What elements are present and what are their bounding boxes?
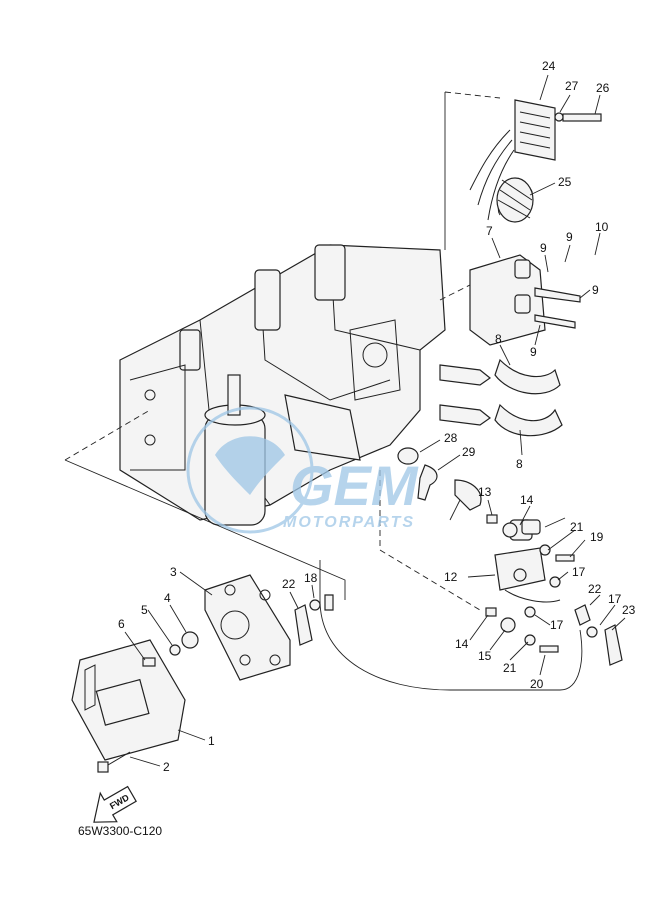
callout-1: 1	[208, 734, 215, 748]
callout-18b: 20	[530, 677, 544, 691]
engine-block	[119, 244, 446, 521]
sensor-parts	[397, 447, 482, 511]
callout-6: 6	[118, 617, 125, 631]
callout-labels: 24 27 26 25 7 9 10 9 9 9 8 8 28 29 13 14…	[118, 59, 636, 774]
callout-16: 17	[550, 618, 564, 632]
callout-11: 9	[540, 241, 547, 255]
callout-13: 12	[444, 570, 458, 584]
callout-8a: 8	[495, 332, 502, 346]
callout-19a: 21	[570, 520, 584, 534]
rectifier-regulator	[469, 99, 602, 221]
watermark-logo: GEM MOTORPARTS	[186, 406, 419, 534]
spark-plugs	[439, 364, 492, 426]
callout-26: 28	[444, 431, 458, 445]
watermark-sub: MOTORPARTS	[283, 514, 415, 531]
callout-19b: 21	[503, 661, 517, 675]
callout-14b: 14	[455, 637, 469, 651]
callout-5: 5	[141, 603, 148, 617]
relay-fasteners	[485, 514, 575, 653]
callout-27: 29	[462, 445, 476, 459]
callout-17c: 18	[304, 571, 318, 585]
callout-9a: 9	[592, 283, 599, 297]
callout-9b: 9	[530, 345, 537, 359]
grommet-and-bolts	[97, 631, 199, 773]
callout-15a: 14	[520, 493, 534, 507]
callout-14a: 13	[478, 485, 492, 499]
cdi-unit	[71, 639, 186, 761]
callout-leaders	[124, 74, 626, 767]
ignition-coils	[469, 254, 581, 437]
callout-2: 2	[163, 760, 170, 774]
callout-21b: 23	[622, 603, 636, 617]
callout-25: 27	[565, 79, 579, 93]
callout-17b: 17	[608, 592, 622, 606]
callout-3: 3	[170, 565, 177, 579]
callout-18a: 19	[590, 530, 604, 544]
callout-12: 10	[595, 220, 609, 234]
callout-4: 4	[164, 591, 171, 605]
callout-20: 22	[588, 582, 602, 596]
diagram-code: 65W3300-C120	[78, 824, 162, 838]
callout-15b: 15	[478, 649, 492, 663]
fwd-arrow: FWD	[93, 785, 137, 823]
mounting-plate	[204, 574, 291, 681]
callout-17a: 17	[572, 565, 586, 579]
connectors	[294, 594, 623, 666]
wire-harness-coil	[496, 177, 534, 223]
leader-frames	[64, 91, 583, 691]
callout-10: 9	[566, 230, 573, 244]
callout-21a: 22	[282, 577, 296, 591]
callout-23: 25	[558, 175, 572, 189]
callout-7: 7	[486, 224, 493, 238]
callout-22: 24	[542, 59, 556, 73]
watermark-brand: GEM	[290, 454, 419, 517]
callout-24: 26	[596, 81, 610, 95]
callout-8b: 8	[516, 457, 523, 471]
